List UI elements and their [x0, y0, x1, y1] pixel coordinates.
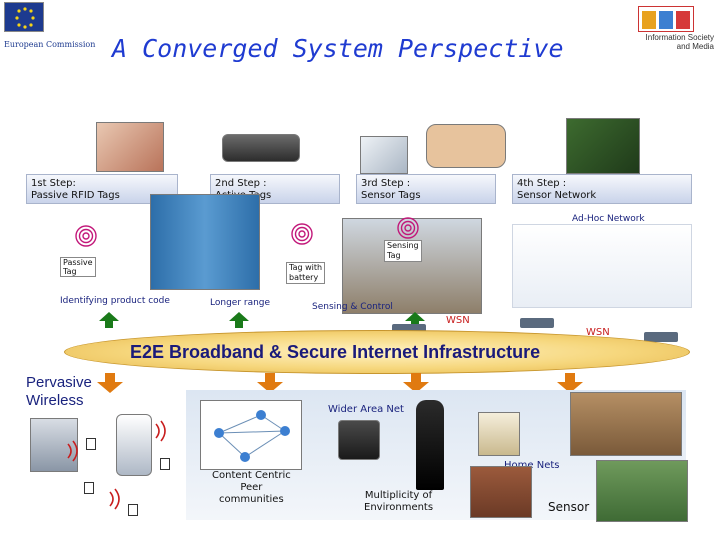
device-icon	[86, 438, 96, 450]
wireless-signal-icon	[104, 488, 124, 514]
passive-tag-antenna-icon	[74, 224, 98, 248]
eu-flag-icon	[4, 2, 44, 32]
up-arrow-icon	[98, 311, 120, 329]
up-arrow-icon	[228, 311, 250, 329]
living-room-image	[342, 218, 482, 314]
sensing-tag-label: Sensing Tag	[384, 240, 422, 262]
wider-area-net-label: Wider Area Net	[328, 404, 404, 415]
sensor-network-board-image	[566, 118, 640, 174]
home-nets-label: Home Nets	[504, 460, 560, 471]
device-icon	[128, 504, 138, 516]
wireless-signal-icon	[150, 420, 170, 446]
ad-hoc-network-label: Ad-Hoc Network	[572, 214, 645, 224]
person-image	[416, 400, 444, 490]
wsn-label-1: WSN	[446, 315, 470, 326]
down-arrow-icon	[96, 372, 124, 394]
content-centric-label: Content Centric Peer communities	[212, 470, 291, 505]
field-sensor-map-image	[596, 460, 688, 522]
handheld-device-image	[30, 418, 78, 472]
pda-device-image	[338, 420, 380, 460]
pervasive-wireless-label: Pervasive Wireless	[26, 374, 92, 409]
shipping-container-image	[150, 194, 260, 290]
sensing-control-label: Sensing & Control	[312, 302, 393, 312]
tag-with-battery-label: Tag with battery	[286, 262, 326, 284]
down-arrow-icon	[556, 372, 584, 394]
active-tag-antenna-icon	[290, 222, 314, 246]
ism-logo-icon	[638, 6, 694, 32]
storage-facility-image	[570, 392, 682, 456]
step-3-bar: 3rd Step : Sensor Tags	[356, 174, 496, 204]
step-1-bar: 1st Step: Passive RFID Tags	[26, 174, 178, 204]
robot-image	[116, 414, 152, 476]
sensor-tag-photo-1	[360, 136, 408, 174]
device-icon	[84, 482, 94, 494]
passive-rfid-tag-image	[96, 122, 164, 172]
step-4-bar: 4th Step : Sensor Network	[512, 174, 692, 204]
infrastructure-band	[64, 330, 690, 374]
infrastructure-label: E2E Broadband & Secure Internet Infrastr…	[130, 342, 541, 362]
router-icon	[520, 318, 554, 328]
router-icon	[644, 332, 678, 342]
passive-tag-label: Passive Tag	[60, 257, 96, 277]
sensor-label: Sensor	[548, 500, 590, 514]
down-arrow-icon	[402, 372, 430, 394]
wireless-signal-icon	[62, 440, 82, 466]
down-arrow-icon	[256, 372, 284, 394]
ism-logo-text: Information Society and Media	[645, 33, 714, 51]
washing-machine-image	[478, 412, 520, 456]
wsn-label-2: WSN	[586, 327, 610, 338]
sensor-tag-photo-2	[426, 124, 506, 168]
sensing-tag-antenna-icon	[396, 216, 420, 240]
longer-range-label: Longer range	[210, 298, 271, 308]
active-tag-image	[222, 134, 300, 162]
information-society-logo: Information Society and Media	[608, 2, 720, 54]
peer-community-diagram	[200, 400, 302, 470]
house-image	[470, 466, 532, 518]
multiplicity-label: Multiplicity of Environments	[364, 490, 434, 513]
router-icon	[392, 324, 426, 334]
page-title: A Converged System Perspective	[112, 34, 564, 63]
eu-logo-text: European Commission	[4, 40, 96, 49]
european-commission-logo: European Commission	[4, 2, 95, 60]
up-arrow-icon	[404, 311, 426, 329]
identifying-product-code-label: Identifying product code	[60, 296, 170, 306]
ad-hoc-network-image	[512, 224, 692, 308]
device-icon	[160, 458, 170, 470]
